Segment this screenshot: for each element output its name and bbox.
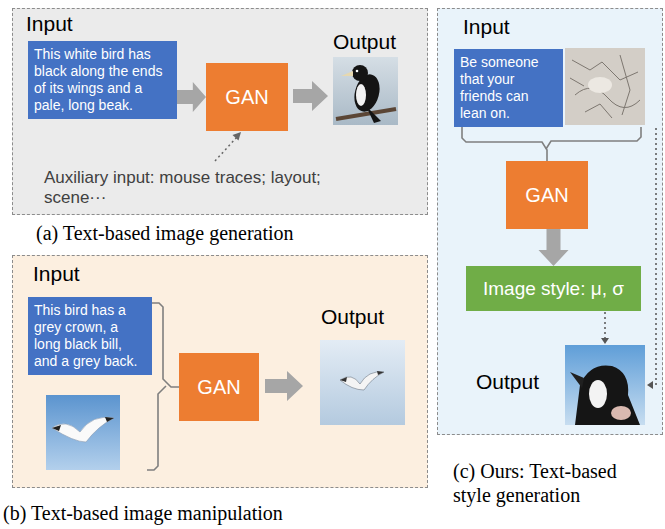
text-input-box: Be someone that your friends can lean on…: [454, 49, 563, 127]
text-holder: Output: [321, 304, 384, 330]
text-holder: Auxiliary input: mouse traces; layout; s…: [44, 168, 344, 208]
text-holder: (c) Ours: Text-based style generation: [453, 459, 653, 507]
bird-head: [352, 65, 368, 81]
box-text: This bird has a grey crown, a long black…: [34, 302, 146, 370]
figure-caption: (a) Text-based image generation: [36, 221, 294, 245]
gull-wingtip: [52, 417, 114, 431]
brace: [147, 386, 166, 470]
figure-caption: (b) Text-based image manipulation: [3, 501, 283, 525]
bird-eye: [356, 70, 359, 73]
box-text: GAN: [525, 183, 568, 207]
sketch-photo: [565, 48, 645, 125]
dashed-panel: InputOutput(c) Ours: Text-based style ge…: [437, 8, 663, 435]
gan-box: GAN: [206, 63, 288, 131]
cow-photo: [565, 345, 645, 425]
bird-breast: [356, 84, 366, 106]
gull: [52, 417, 114, 442]
arrow-head: [647, 381, 653, 389]
box-text: GAN: [225, 85, 268, 109]
branch: [336, 109, 396, 119]
arrow-head: [601, 338, 609, 344]
sketch-patch: [588, 77, 612, 93]
block-arrow: [177, 82, 206, 112]
arrow-head: [233, 132, 242, 141]
style-box: Image style: μ, σ: [466, 266, 641, 311]
cow-patch: [589, 380, 607, 408]
panel-label: Output: [321, 304, 384, 330]
box-text: Image style: μ, σ: [483, 277, 624, 300]
cow-ear: [570, 372, 584, 388]
block-arrow: [539, 229, 569, 266]
box-text: This white bird has black along the ends…: [34, 46, 171, 114]
text-holder: (b) Text-based image manipulation: [3, 501, 283, 525]
dotted-arrow: [604, 312, 606, 338]
text-holder: Input: [463, 14, 510, 40]
panel-label: Input: [463, 14, 510, 40]
bird-body: [350, 72, 383, 115]
text-holder: Output: [476, 369, 539, 395]
gull-photo: [46, 395, 120, 470]
text-input-box: This bird has a grey crown, a long black…: [28, 297, 152, 375]
brace: [546, 127, 641, 149]
auxiliary-note: Auxiliary input: mouse traces; layout; s…: [44, 168, 344, 208]
bird: [340, 372, 384, 390]
panel-label: Output: [476, 369, 539, 395]
block-arrow: [265, 371, 303, 401]
figure-caption: (c) Ours: Text-based style generation: [453, 459, 653, 507]
text-holder: Input: [26, 11, 73, 37]
bird-wingtip: [340, 371, 384, 382]
dashed-panel: InputOutputAuxiliary input: mouse traces…: [12, 8, 428, 215]
output-photo: [320, 340, 405, 425]
text-holder: Input: [33, 261, 80, 287]
dotted-arrow: [215, 137, 237, 161]
cow-muzzle: [611, 406, 631, 420]
bird-photo: [333, 57, 398, 125]
bird-tail: [366, 106, 381, 123]
text-holder: (a) Text-based image generation: [36, 221, 294, 245]
block-arrow: [293, 81, 328, 111]
panel-label: Input: [33, 261, 80, 287]
text-holder: Output: [333, 29, 396, 55]
cow-head: [575, 365, 640, 425]
panel-label: Output: [333, 29, 396, 55]
gan-box: GAN: [506, 161, 588, 229]
dashed-panel: InputOutput(b) Text-based image manipula…: [12, 255, 428, 488]
box-text: GAN: [197, 375, 240, 399]
box-text: Be someone that your friends can lean on…: [460, 54, 557, 122]
brace: [462, 127, 547, 161]
dotted-arrow: [652, 128, 656, 385]
gan-box: GAN: [179, 353, 259, 421]
brace: [152, 303, 179, 387]
bird-beak: [341, 71, 353, 76]
panel-label: Input: [26, 11, 73, 37]
sketch-strokes: [570, 55, 640, 118]
text-input-box: This white bird has black along the ends…: [28, 41, 177, 119]
